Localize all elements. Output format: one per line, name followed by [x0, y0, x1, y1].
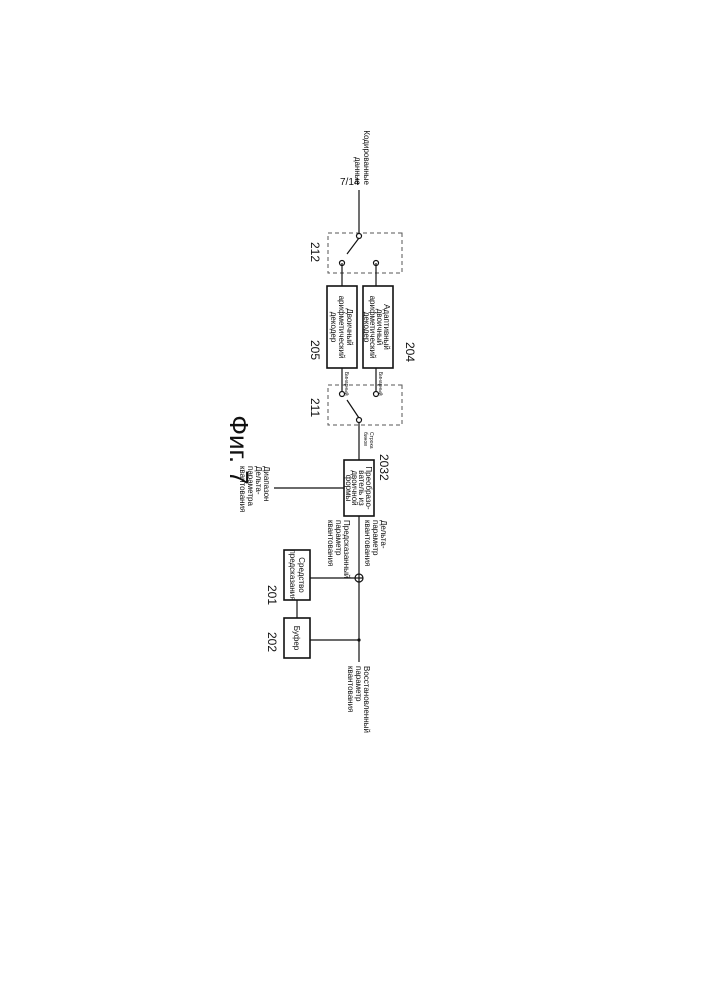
block-2032-number: 2032: [377, 454, 391, 481]
restored-qp-line-3: квантования: [346, 666, 355, 712]
block-202-number: 202: [265, 632, 279, 652]
bin-string-line-2: бинов: [362, 432, 368, 446]
coded-data-label: Кодированные данные: [353, 130, 371, 185]
coded-data-line-1: Кодированные: [362, 130, 371, 185]
switch-211: [328, 385, 402, 425]
switch-211-pivot: [357, 418, 362, 423]
switch-211-top-contact: [374, 392, 379, 397]
block-204-line-4: декодер: [362, 312, 371, 343]
switch-212-pivot: [357, 234, 362, 239]
switch-211-number: 211: [308, 398, 322, 417]
block-205-number: 205: [308, 340, 322, 360]
range-label: Диапазон Дельта- параметра квантования: [238, 466, 271, 512]
restored-qp-label: Восстановленный параметр квантования: [346, 666, 371, 733]
delta-qp-line-3: квантования: [363, 520, 372, 566]
switch-212: [328, 233, 402, 273]
switch-211-blade: [347, 400, 359, 418]
switch-212-blade: [347, 238, 359, 254]
switch-211-bottom-contact: [340, 392, 345, 397]
block-2032-line-4: формы: [344, 475, 353, 502]
coded-data-line-2: данные: [353, 157, 362, 186]
predicted-qp-line-3: квантования: [326, 520, 335, 566]
block-202-label: Буфер: [292, 626, 301, 651]
switch-212-number: 212: [308, 242, 322, 262]
block-204-number: 204: [403, 342, 417, 362]
range-line-4: квантования: [238, 466, 247, 512]
delta-qp-label: Дельта- параметр квантования: [363, 520, 388, 566]
block-201-line-1: Средство: [297, 557, 306, 593]
block-205-line-3: декодер: [329, 312, 338, 343]
block-201-number: 201: [265, 585, 279, 605]
predicted-qp-label: Предсказанный параметр квантования: [326, 520, 351, 578]
block-201-line-2: предсказания: [288, 549, 297, 600]
